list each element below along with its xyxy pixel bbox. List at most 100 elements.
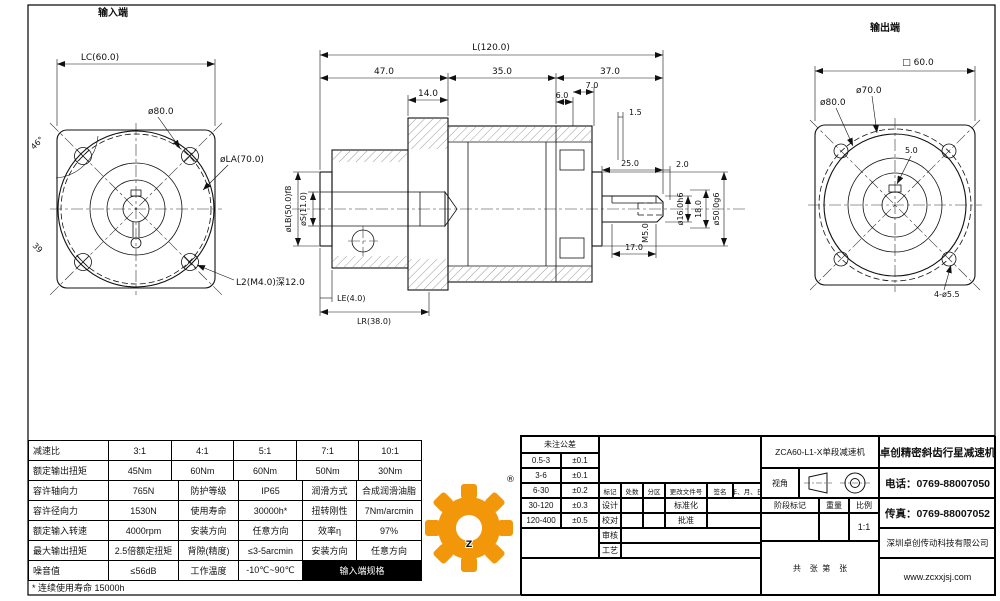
dim-14: 14.0 bbox=[418, 89, 438, 99]
spec-row-ratio: 减速比 3:1 4:1 5:1 7:1 10:1 bbox=[29, 441, 421, 461]
empty-cell bbox=[621, 543, 761, 558]
dim-holes: 4-ø5.5 bbox=[934, 290, 960, 299]
spec-cell: 安装方向 bbox=[179, 521, 239, 540]
tolerance-header: 未注公差 bbox=[521, 436, 599, 453]
tolerance-range: 30-120 bbox=[521, 498, 561, 513]
dim-lr: LR(38.0) bbox=[357, 317, 391, 326]
dim-37: 37.0 bbox=[600, 67, 620, 77]
spec-row: 噪音值 ≤56dB 工作温度 -10℃~90℃ 输入端规格 bbox=[29, 561, 421, 580]
spec-cell: 额定输入转速 bbox=[29, 521, 109, 540]
spec-cell: IP65 bbox=[239, 481, 303, 500]
dim-17: 17.0 bbox=[625, 243, 643, 252]
spec-row-torque: 额定输出扭矩 45Nm 60Nm 60Nm 50Nm 30Nm bbox=[29, 461, 421, 481]
spec-cell: 扭转刚性 bbox=[303, 501, 357, 520]
spec-row: 容许轴向力 765N 防护等级 IP65 润滑方式 合成润滑油脂 bbox=[29, 481, 421, 501]
empty-cell bbox=[621, 528, 761, 543]
model-name: ZCA60-L1-X单段减速机 bbox=[761, 436, 879, 468]
spec-cell: ≤56dB bbox=[109, 561, 179, 580]
spec-cell: 765N bbox=[109, 481, 179, 500]
tolerance-range: 120-400 bbox=[521, 513, 561, 528]
empty-cell bbox=[621, 513, 643, 528]
spec-cell: 4000rpm bbox=[109, 521, 179, 540]
dim-l: L(120.0) bbox=[472, 43, 510, 53]
projection-symbols bbox=[799, 468, 879, 498]
spec-cell: ≤3-5arcmin bbox=[239, 541, 303, 560]
input-end-label: 输入端 bbox=[98, 6, 128, 19]
scale-label: 比例 bbox=[849, 498, 879, 513]
spec-row: 容许径向力 1530N 使用寿命 30000h* 扭转刚性 7Nm/arcmin bbox=[29, 501, 421, 521]
title-block: 未注公差 0.5-3 ±0.1 3-6 ±0.1 6-30 ±0.2 30-12… bbox=[520, 435, 996, 596]
role-check: 校对 bbox=[599, 513, 621, 528]
dim-le: LE(4.0) bbox=[337, 294, 365, 303]
role-design: 设计 bbox=[599, 498, 621, 513]
front-view-input: LC(60.0) 46° 39 ø80.0 øLA(70.0) L2(M4.0)… bbox=[29, 53, 305, 296]
dim-47: 47.0 bbox=[374, 67, 394, 77]
projection-symbol-circle-outer bbox=[844, 472, 866, 494]
logo-z: Z bbox=[466, 540, 473, 550]
dim-d80-left: ø80.0 bbox=[148, 107, 174, 117]
stage-label: 阶段标记 bbox=[761, 498, 819, 513]
company-logo: Z ® bbox=[424, 466, 516, 580]
dim-d50: ø50.0g6 bbox=[712, 193, 721, 226]
fax-number: 传真：0769-88007052 bbox=[879, 498, 996, 528]
rev-header: 签名 bbox=[707, 483, 733, 498]
rev-header: 年、月、日 bbox=[733, 483, 761, 498]
dim-7: 7.0 bbox=[586, 81, 599, 90]
spec-torque: 50Nm bbox=[297, 461, 360, 480]
tolerance-range: 6-30 bbox=[521, 483, 561, 498]
spec-cell: 任意方向 bbox=[239, 521, 303, 540]
empty-cell bbox=[621, 498, 643, 513]
spec-cell: 任意方向 bbox=[370, 546, 407, 556]
rear-view-output: □ 60.0 ø70.0 ø80.0 5.0 4-ø5.5 bbox=[808, 58, 982, 299]
spec-row: 额定输入转速 4000rpm 安装方向 任意方向 效率η 97% bbox=[29, 521, 421, 541]
empty-cell bbox=[707, 498, 761, 513]
product-name: 卓创精密斜齿行星减速机 bbox=[879, 436, 996, 468]
dim-25: 25.0 bbox=[621, 159, 639, 168]
spec-cell: 最大输出扭矩 bbox=[29, 541, 109, 560]
tolerance-value: ±0.2 bbox=[561, 483, 599, 498]
view-angle-label: 视角 bbox=[761, 468, 799, 498]
section-view: L(120.0) 47.0 35.0 37.0 14.0 6.0 7.0 1.5… bbox=[284, 43, 748, 326]
dim-dla: øLA(70.0) bbox=[220, 155, 264, 165]
registered-mark-icon: ® bbox=[506, 475, 515, 485]
dim-6: 6.0 bbox=[556, 91, 569, 100]
spec-cell: 背隙(精度) bbox=[179, 541, 239, 560]
projection-symbol-circle-inner bbox=[850, 478, 860, 488]
spec-cell: 30000h* bbox=[239, 501, 303, 520]
spec-torque: 45Nm bbox=[109, 461, 172, 480]
gear-icon bbox=[425, 484, 513, 572]
tolerance-value: ±0.1 bbox=[561, 468, 599, 483]
empty-cell bbox=[761, 513, 819, 541]
dim-ds: øS(11.0) bbox=[299, 192, 308, 226]
dim-lc: LC(60.0) bbox=[81, 53, 119, 63]
dim-l2: L2(M4.0)深12.0 bbox=[236, 277, 305, 288]
dim-d70-right: ø70.0 bbox=[856, 86, 882, 96]
empty-cell bbox=[643, 498, 665, 513]
spec-table: 减速比 3:1 4:1 5:1 7:1 10:1 额定输出扭矩 45Nm 60N… bbox=[28, 440, 422, 581]
role-standardization: 标准化 bbox=[665, 498, 707, 513]
rev-header: 分区 bbox=[643, 483, 665, 498]
dim-m5: M5.0 bbox=[641, 223, 650, 243]
dim-39: 39 bbox=[31, 241, 45, 255]
projection-symbol-cone bbox=[808, 472, 828, 494]
tolerance-range: 0.5-3 bbox=[521, 453, 561, 468]
spec-cell: 工作温度 bbox=[179, 561, 239, 580]
spec-cell: 效率η bbox=[303, 521, 357, 540]
spec-cell: -10℃~90℃ bbox=[239, 561, 303, 580]
spec-input-spec-badge: 输入端规格 bbox=[303, 561, 421, 580]
spec-torque: 60Nm bbox=[172, 461, 235, 480]
spec-torque: 30Nm bbox=[378, 465, 403, 476]
spec-cell: 安装方向 bbox=[303, 541, 357, 560]
weight-label: 重量 bbox=[819, 498, 849, 513]
tolerance-value: ±0.3 bbox=[561, 498, 599, 513]
sheet-border bbox=[27, 4, 996, 596]
role-process: 工艺 bbox=[599, 543, 621, 558]
spec-label-ratio: 减速比 bbox=[29, 441, 109, 460]
scale-value: 1:1 bbox=[849, 513, 879, 541]
spec-torque: 60Nm bbox=[234, 461, 297, 480]
spec-ratio: 7:1 bbox=[297, 441, 360, 460]
empty-cell bbox=[599, 436, 761, 483]
spec-cell: 容许径向力 bbox=[29, 501, 109, 520]
spec-cell: 润滑方式 bbox=[303, 481, 357, 500]
spec-cell: 1530N bbox=[109, 501, 179, 520]
